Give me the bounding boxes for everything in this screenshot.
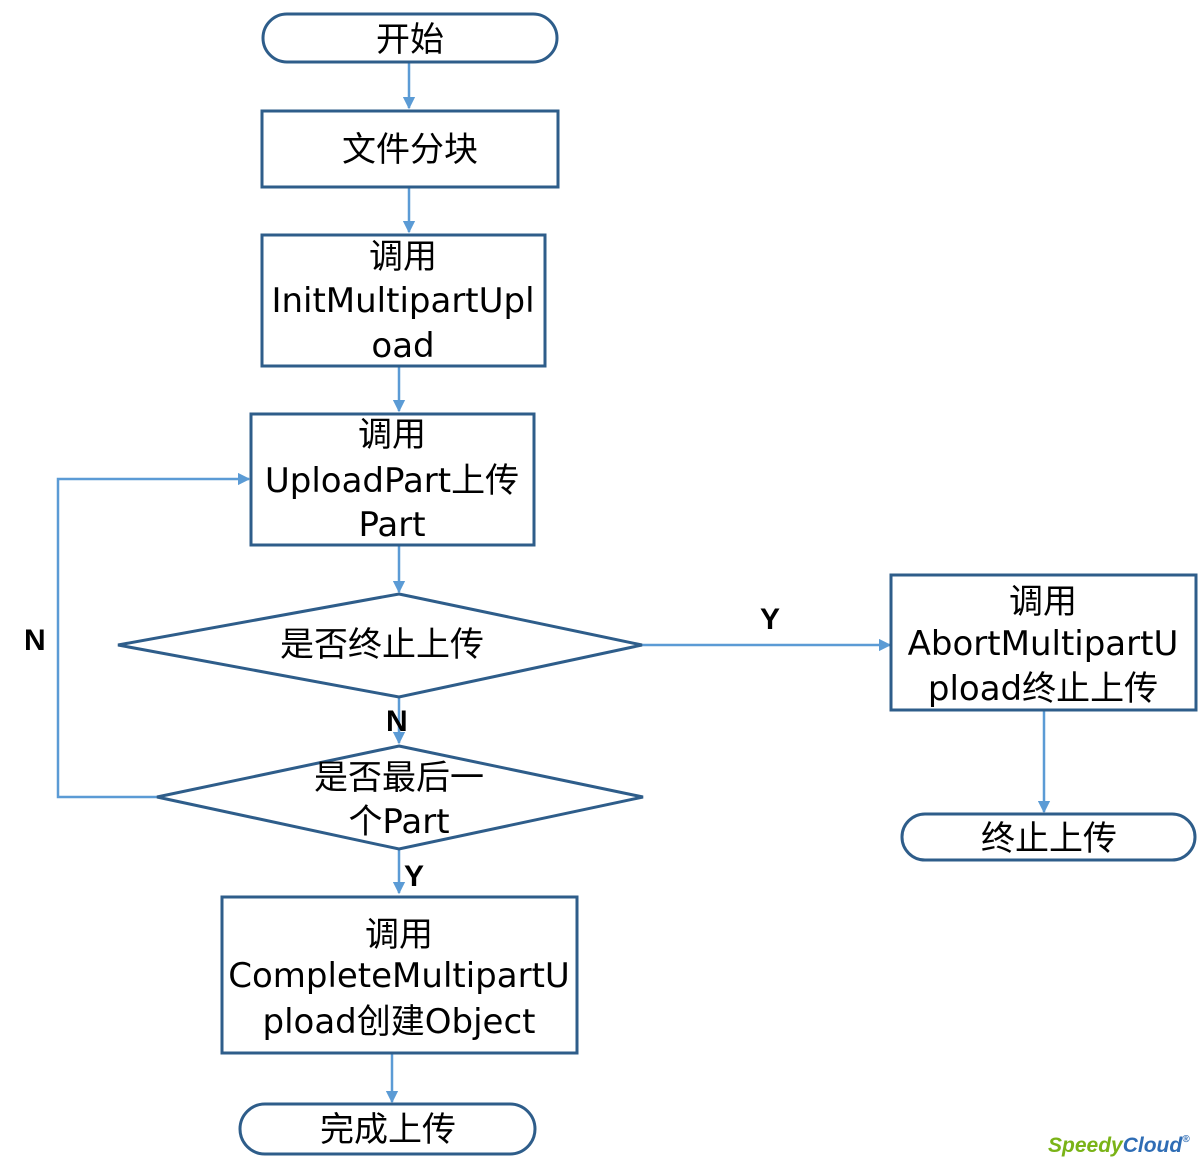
node-complete: 调用 CompleteMultipartU pload创建Object	[220, 895, 579, 1055]
init-box	[260, 233, 547, 368]
edge-label-last-yes: Y	[404, 860, 424, 893]
upload-label-line3: Part	[358, 505, 425, 545]
node-last-check: 是否最后一 个Part	[156, 744, 644, 851]
node-abort-end: 终止上传	[900, 812, 1197, 862]
abort-check-label: 是否终止上传	[280, 625, 484, 665]
start-label: 开始	[376, 20, 444, 60]
logo-part-speedy: Speedy	[1048, 1134, 1124, 1157]
complete-label-line3: pload创建Object	[263, 1002, 536, 1042]
upload-box	[249, 412, 536, 547]
last-check-diamond	[156, 744, 644, 851]
node-abort: 调用 AbortMultipartU pload终止上传	[889, 573, 1198, 712]
done-label: 完成上传	[320, 1110, 456, 1150]
node-start: 开始	[261, 12, 559, 64]
split-label: 文件分块	[342, 130, 478, 170]
node-upload: 调用 UploadPart上传 Part	[249, 412, 536, 547]
edge-label-abort-no: N	[386, 705, 408, 738]
init-label-line2: InitMultipartUpl	[271, 281, 534, 321]
init-label-line3: oad	[371, 326, 434, 366]
edge-lastcheck-upload-loop	[56, 472, 251, 799]
speedycloud-logo: SpeedyCloud®	[1048, 1134, 1190, 1157]
abort-label-line2: AbortMultipartU	[908, 624, 1179, 664]
logo-part-cloud: Cloud	[1123, 1134, 1184, 1157]
node-done: 完成上传	[238, 1102, 537, 1156]
abort-check-diamond	[117, 592, 643, 699]
abort-end-terminator	[900, 812, 1197, 862]
node-abort-check: 是否终止上传	[117, 592, 643, 699]
start-terminator	[261, 12, 559, 64]
complete-box	[220, 895, 579, 1055]
done-terminator	[238, 1102, 537, 1156]
logo-registered-mark: ®	[1182, 1134, 1190, 1145]
svg-text:SpeedyCloud®: SpeedyCloud®	[1048, 1134, 1190, 1157]
init-label-line1: 调用	[369, 237, 437, 277]
last-check-label-line2: 个Part	[348, 802, 449, 842]
abort-box	[889, 573, 1198, 712]
upload-label-line1: 调用	[358, 415, 426, 455]
edges	[56, 62, 1051, 1104]
split-box	[260, 109, 560, 189]
abort-end-label: 终止上传	[981, 819, 1117, 859]
abort-label-line1: 调用	[1009, 582, 1077, 622]
upload-label-line2: UploadPart上传	[265, 461, 519, 501]
last-check-label-line1: 是否最后一	[314, 758, 484, 798]
node-init: 调用 InitMultipartUpl oad	[260, 233, 547, 368]
edge-label-last-no: N	[24, 624, 46, 657]
abort-label-line3: pload终止上传	[928, 669, 1158, 709]
complete-label-line1: 调用	[365, 915, 433, 955]
node-split: 文件分块	[260, 109, 560, 189]
edge-label-abort-yes: Y	[760, 603, 780, 636]
complete-label-line2: CompleteMultipartU	[228, 956, 570, 996]
